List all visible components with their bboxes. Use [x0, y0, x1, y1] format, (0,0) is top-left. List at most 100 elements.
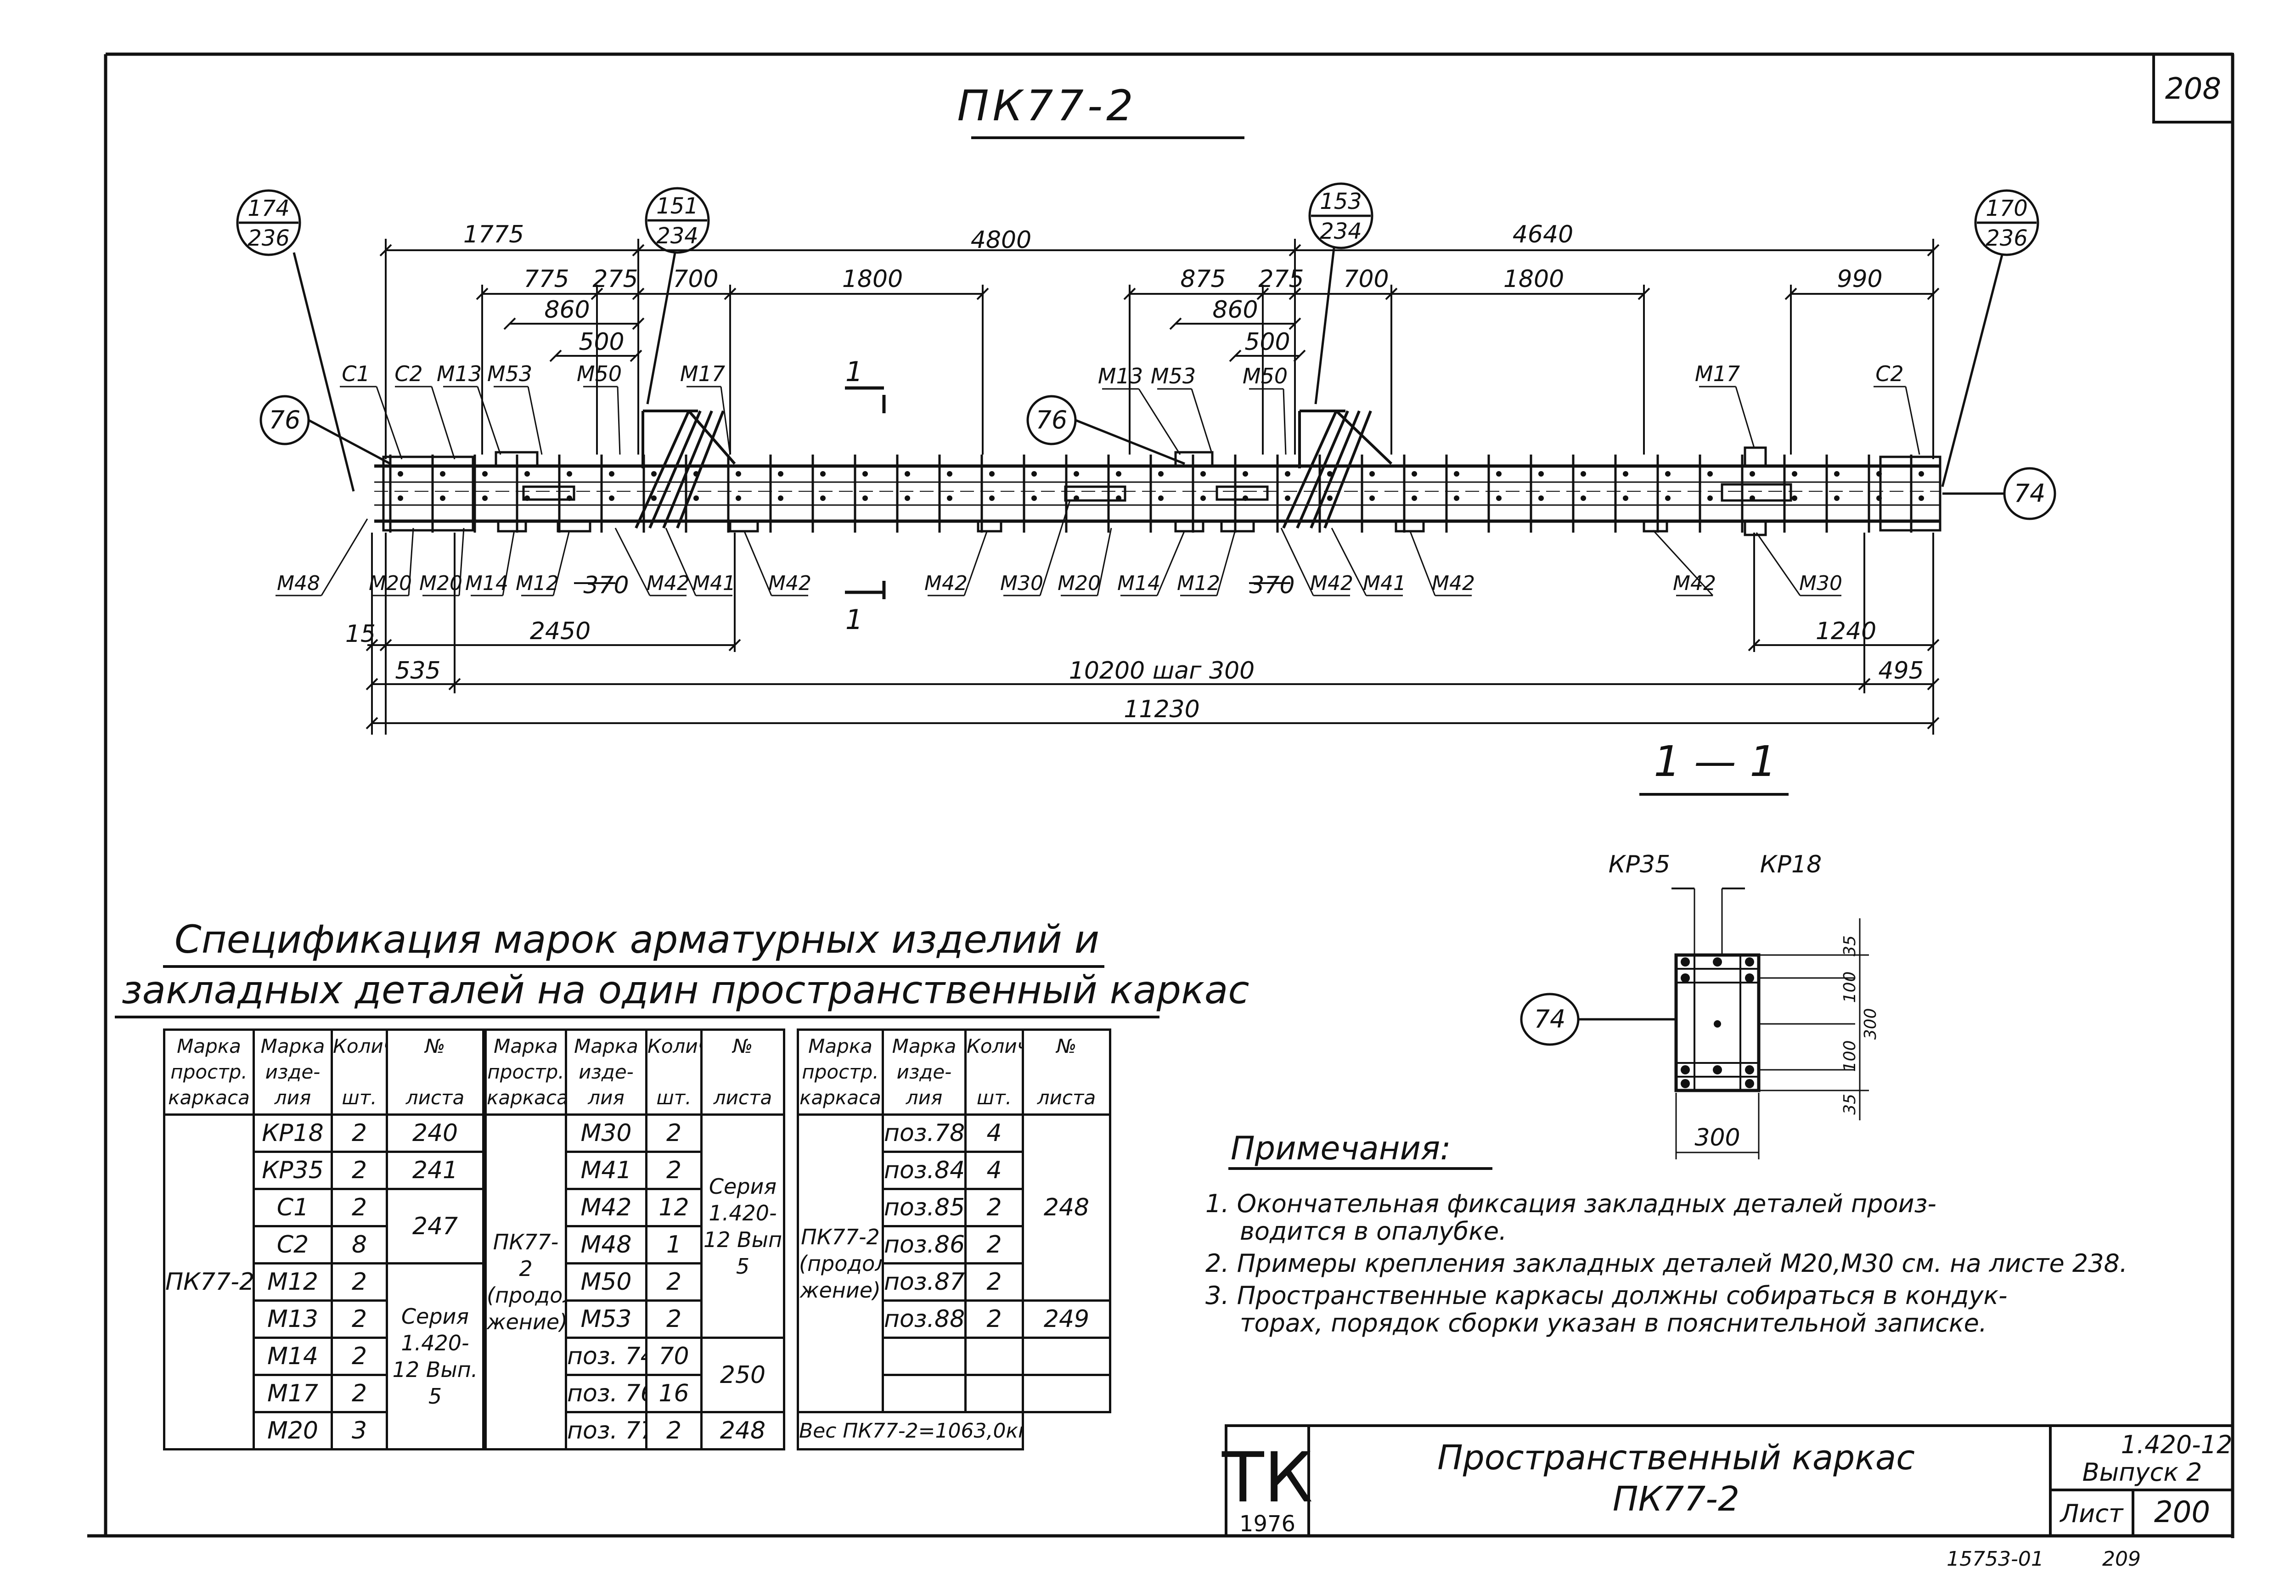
dim-535: 535 — [395, 657, 440, 685]
dim-tick — [366, 678, 378, 691]
bar-dot — [1792, 471, 1797, 477]
bar-dot — [398, 495, 403, 501]
callout-174: 174 — [248, 196, 290, 221]
label-m50a: М50 — [577, 361, 622, 386]
bar-dot — [1031, 471, 1037, 477]
empty-cell — [964, 1374, 1024, 1413]
qty: 2 — [331, 1151, 388, 1190]
sheet: 247 — [386, 1188, 484, 1264]
section-1-1 — [1671, 888, 1869, 1159]
qty: 4 — [964, 1151, 1024, 1190]
dim-tick — [632, 317, 645, 330]
spec-title-1: Спецификация марок арматурных изделий и — [174, 917, 1099, 962]
bar-dot — [1919, 471, 1924, 477]
label-c2b: С2 — [1875, 361, 1903, 386]
section-300v: 300 — [1861, 1008, 1880, 1040]
dim-700b: 700 — [1343, 265, 1389, 293]
callout-170: 170 — [1986, 196, 2028, 221]
bar-dot — [609, 495, 614, 501]
bar-dot — [1285, 495, 1290, 501]
bar-dot — [1074, 471, 1079, 477]
qty: 16 — [645, 1374, 703, 1413]
dim-495: 495 — [1878, 657, 1924, 685]
item: поз. 74 — [565, 1337, 647, 1376]
section-100b: 100 — [1840, 1040, 1859, 1072]
callout-236a: 236 — [248, 225, 290, 251]
label-m30a: М30 — [1000, 572, 1043, 595]
bar-dot — [440, 495, 445, 501]
bar-dot — [947, 471, 952, 477]
sheet: 248 — [1022, 1113, 1111, 1302]
callout-151: 151 — [656, 193, 698, 219]
label-m13b: М13 — [1098, 364, 1143, 388]
label-m13a: М13 — [437, 361, 482, 386]
bar-dot — [1750, 471, 1755, 477]
label-m42c: М42 — [924, 572, 968, 595]
dim-tick — [1858, 678, 1871, 691]
bar-dot — [1327, 495, 1333, 501]
stamp-issue: Выпуск 2 — [2082, 1458, 2202, 1487]
dim-tick — [1748, 639, 1761, 652]
label-m12b: М12 — [1177, 572, 1220, 595]
bar-dot — [1412, 471, 1417, 477]
bar-dot — [1031, 495, 1037, 501]
dim-tick — [1169, 317, 1182, 330]
section-bars — [1681, 957, 1754, 1088]
bar-dot — [1200, 495, 1206, 501]
qty: 2 — [331, 1113, 388, 1153]
item: С2 — [253, 1225, 333, 1264]
callout-153: 153 — [1320, 189, 1362, 214]
bar-dot — [736, 471, 741, 477]
item: поз.87 — [882, 1262, 967, 1302]
bar-dot — [1369, 495, 1375, 501]
note-1b: водится в опалубке. — [1240, 1217, 1507, 1246]
qty: 4 — [964, 1113, 1024, 1153]
dim-tick — [379, 639, 392, 652]
dim-700a: 700 — [673, 265, 718, 293]
label-m20a: М20 — [369, 572, 412, 595]
qty: 2 — [331, 1374, 388, 1413]
pos-74a: 74 — [2014, 479, 2046, 508]
label-m14b: М14 — [1117, 572, 1160, 595]
section-kp18: КР18 — [1760, 851, 1822, 878]
frame-mark: ПК77-2 (продол- жение) — [797, 1113, 884, 1413]
hdr-qty: Колич. шт. — [331, 1028, 388, 1116]
bar-dot — [524, 495, 530, 501]
drawing-title: ПК77-2 — [957, 81, 1137, 130]
dim-860a: 860 — [544, 296, 590, 324]
bar-dot — [1074, 495, 1079, 501]
item: М41 — [565, 1151, 647, 1190]
label-m42b: М42 — [768, 572, 811, 595]
dim-tick — [1293, 349, 1306, 362]
dim-tick — [476, 287, 489, 300]
dim-tick — [728, 639, 741, 652]
label-leaders-top — [340, 386, 1920, 460]
qty: 2 — [964, 1299, 1024, 1339]
bar-dot — [1158, 495, 1164, 501]
dim-tick — [1927, 678, 1940, 691]
label-m48: М48 — [277, 572, 320, 595]
item: поз.86 — [882, 1225, 967, 1264]
qty: 70 — [645, 1337, 703, 1376]
section-300h: 300 — [1694, 1124, 1740, 1152]
hdr-qty: Колич. шт. — [964, 1028, 1024, 1116]
dim-370a: 370 — [583, 572, 629, 599]
qty: 2 — [645, 1262, 703, 1302]
section-35t: 35 — [1840, 935, 1859, 956]
bar-dot — [1581, 471, 1586, 477]
qty: 1 — [645, 1225, 703, 1264]
empty-cell — [964, 1337, 1024, 1376]
bar-dot — [1243, 471, 1248, 477]
bar-dot — [1116, 471, 1121, 477]
stamp-series: 1.420-12 — [2121, 1430, 2233, 1459]
bar-dot — [693, 471, 699, 477]
qty: 2 — [331, 1262, 388, 1302]
qty: 2 — [645, 1411, 703, 1450]
bar-dot — [778, 471, 783, 477]
callout-234b: 234 — [1320, 219, 1362, 244]
